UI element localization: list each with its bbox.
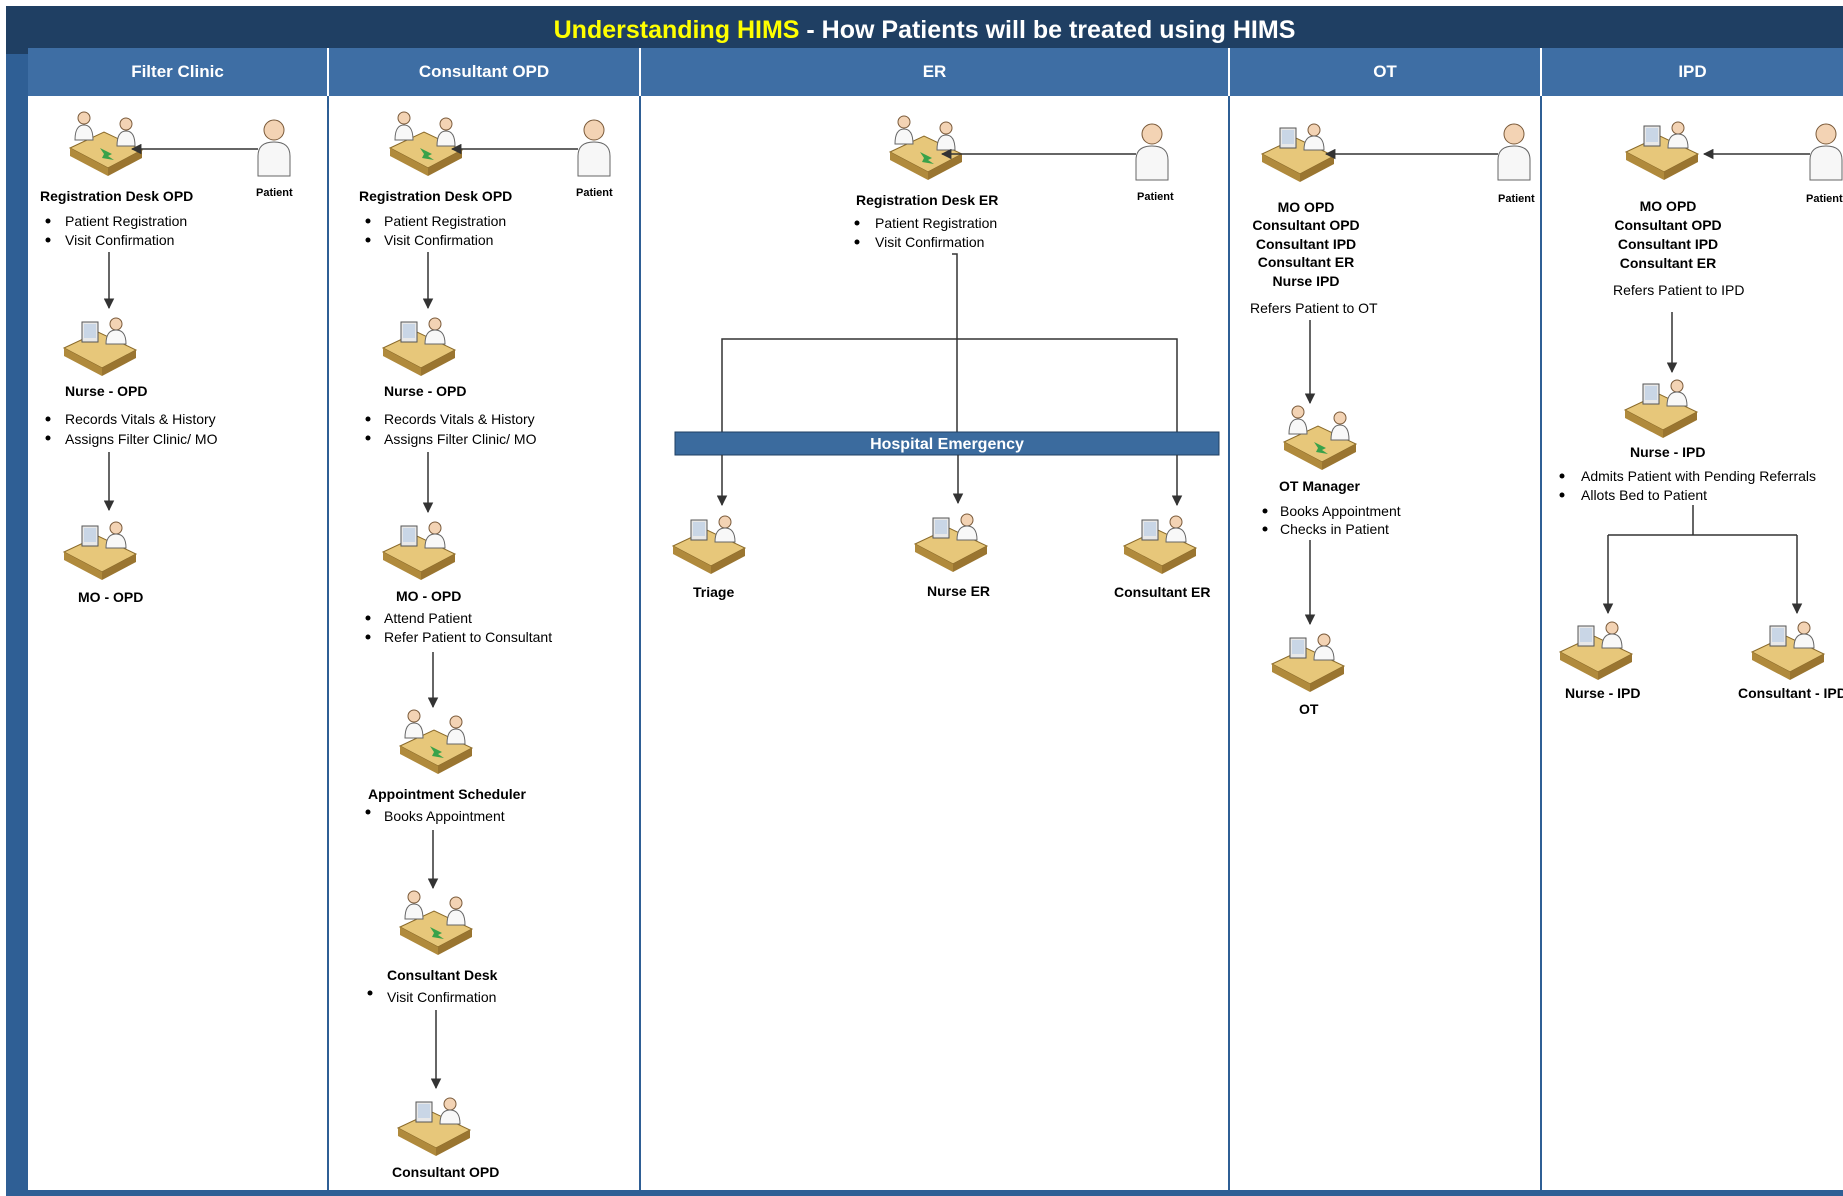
- list-item: Visit Confirmation: [384, 232, 493, 248]
- registration-desk-icon: [389, 111, 463, 177]
- list-item: Assigns Filter Clinic/ MO: [65, 431, 218, 447]
- patient-icon: [257, 119, 291, 177]
- triage-workstation-icon: [672, 515, 746, 575]
- lane-header-ot: OT: [1230, 48, 1542, 96]
- er-flow: Patient Registration Desk ER Patient Reg…: [672, 115, 1220, 600]
- consultant-ipd-final-label: Consultant - IPD: [1738, 685, 1843, 701]
- list-item: Patient Registration: [65, 213, 187, 229]
- list-item: Checks in Patient: [1280, 521, 1389, 537]
- lane-header-ipd: IPD: [1542, 48, 1843, 96]
- ot-flow: Patient MO OPD Consultant OPD Consultant…: [1250, 123, 1535, 717]
- patient-icon: [1497, 123, 1531, 181]
- mo-label: MO - OPD: [396, 588, 461, 604]
- nurse-workstation-icon: [382, 317, 456, 377]
- list-item: Books Appointment: [1280, 503, 1401, 519]
- referrer-label: Consultant IPD: [1618, 236, 1718, 252]
- patient-label: Patient: [1137, 191, 1174, 203]
- referrer-label: Consultant OPD: [1614, 217, 1721, 233]
- patient-icon: [1809, 123, 1843, 181]
- refers-text: Refers Patient to OT: [1250, 300, 1378, 316]
- lane-header-consultant-opd: Consultant OPD: [329, 48, 641, 96]
- left-band: [6, 54, 28, 1196]
- referrer-workstation-icon: [1625, 121, 1699, 181]
- nurse-ipd-workstation-icon: [1624, 379, 1698, 439]
- triage-label: Triage: [693, 584, 734, 600]
- consultant-er-label: Consultant ER: [1114, 584, 1210, 600]
- appointment-scheduler-icon: [399, 709, 473, 775]
- nurse-er-label: Nurse ER: [927, 583, 990, 599]
- mo-label: MO - OPD: [78, 589, 143, 605]
- lane-er: [641, 96, 1230, 1190]
- referrer-workstation-icon: [1261, 123, 1335, 183]
- page-title: Understanding HIMS - How Patients will b…: [6, 6, 1843, 54]
- referrer-label: Nurse IPD: [1273, 273, 1340, 289]
- list-item: Records Vitals & History: [384, 411, 535, 427]
- consultant-opd-flow: Patient Registration Desk OPD Patient Re…: [359, 111, 613, 1180]
- consultant-opd-workstation-icon: [397, 1097, 471, 1157]
- list-item: Patient Registration: [384, 213, 506, 229]
- title-highlight: Understanding HIMS: [553, 16, 800, 44]
- patient-label: Patient: [256, 187, 293, 199]
- nurse-ipd-final-label: Nurse - IPD: [1565, 685, 1640, 701]
- list-item: Visit Confirmation: [875, 234, 984, 250]
- lane-header-er: ER: [641, 48, 1230, 96]
- connector: [952, 253, 958, 432]
- consultant-opd-label: Consultant OPD: [392, 1164, 499, 1180]
- registration-desk-label: Registration Desk OPD: [359, 188, 512, 204]
- list-item: Allots Bed to Patient: [1581, 487, 1707, 503]
- list-item: Visit Confirmation: [65, 232, 174, 248]
- list-item: Patient Registration: [875, 215, 997, 231]
- nurse-er-workstation-icon: [914, 513, 988, 573]
- nurse-workstation-icon: [63, 317, 137, 377]
- patient-label: Patient: [1498, 193, 1535, 205]
- referrer-label: Consultant ER: [1258, 254, 1354, 270]
- list-item: Books Appointment: [384, 808, 505, 824]
- lane-ot: [1230, 96, 1542, 1190]
- lane-consultant-opd: [329, 96, 641, 1190]
- title-rest: - How Patients will be treated using HIM…: [799, 16, 1296, 44]
- consultant-ipd-final-workstation-icon: [1751, 621, 1825, 681]
- registration-desk-icon: [69, 111, 143, 177]
- ot-workstation-icon: [1271, 633, 1345, 693]
- list-item: Attend Patient: [384, 610, 472, 626]
- nurse-label: Nurse - OPD: [65, 383, 147, 399]
- registration-desk-icon: [889, 115, 963, 181]
- ot-label: OT: [1299, 701, 1319, 717]
- registration-desk-label: Registration Desk OPD: [40, 188, 193, 204]
- mo-workstation-icon: [382, 521, 456, 581]
- hospital-emergency-banner: [674, 431, 1220, 456]
- referrer-label: Consultant IPD: [1256, 236, 1356, 252]
- lane-filter-clinic: [28, 96, 329, 1190]
- list-item: Admits Patient with Pending Referrals: [1581, 468, 1816, 484]
- patient-icon: [577, 119, 611, 177]
- lane-header-filter-clinic: Filter Clinic: [28, 48, 329, 96]
- patient-label: Patient: [576, 187, 613, 199]
- nurse-ipd-label: Nurse - IPD: [1630, 444, 1705, 460]
- registration-desk-label: Registration Desk ER: [856, 192, 998, 208]
- filter-clinic-flow: Patient Registration Desk OPD Patient Re…: [40, 111, 293, 605]
- list-item: Visit Confirmation: [387, 989, 496, 1005]
- patient-label: Patient: [1806, 193, 1843, 205]
- referrer-label: MO OPD: [1278, 199, 1335, 215]
- ipd-flow: Patient MO OPD Consultant OPD Consultant…: [1559, 121, 1843, 701]
- referrer-label: MO OPD: [1640, 198, 1697, 214]
- ot-manager-label: OT Manager: [1279, 478, 1360, 494]
- refers-text: Refers Patient to IPD: [1613, 282, 1745, 298]
- appointment-scheduler-label: Appointment Scheduler: [368, 786, 526, 802]
- ot-manager-desk-icon: [1283, 405, 1357, 471]
- list-item: Refer Patient to Consultant: [384, 629, 552, 645]
- nurse-ipd-final-workstation-icon: [1559, 621, 1633, 681]
- list-item: Records Vitals & History: [65, 411, 216, 427]
- nurse-label: Nurse - OPD: [384, 383, 466, 399]
- patient-icon: [1135, 123, 1169, 181]
- referrer-label: Consultant OPD: [1252, 217, 1359, 233]
- hospital-emergency-label: Hospital Emergency: [870, 436, 1024, 453]
- connector: [721, 338, 1178, 432]
- list-item: Assigns Filter Clinic/ MO: [384, 431, 537, 447]
- consultant-er-workstation-icon: [1123, 515, 1197, 575]
- referrer-label: Consultant ER: [1620, 255, 1716, 271]
- consultant-desk-icon: [399, 890, 473, 956]
- consultant-desk-label: Consultant Desk: [387, 967, 498, 983]
- mo-workstation-icon: [63, 521, 137, 581]
